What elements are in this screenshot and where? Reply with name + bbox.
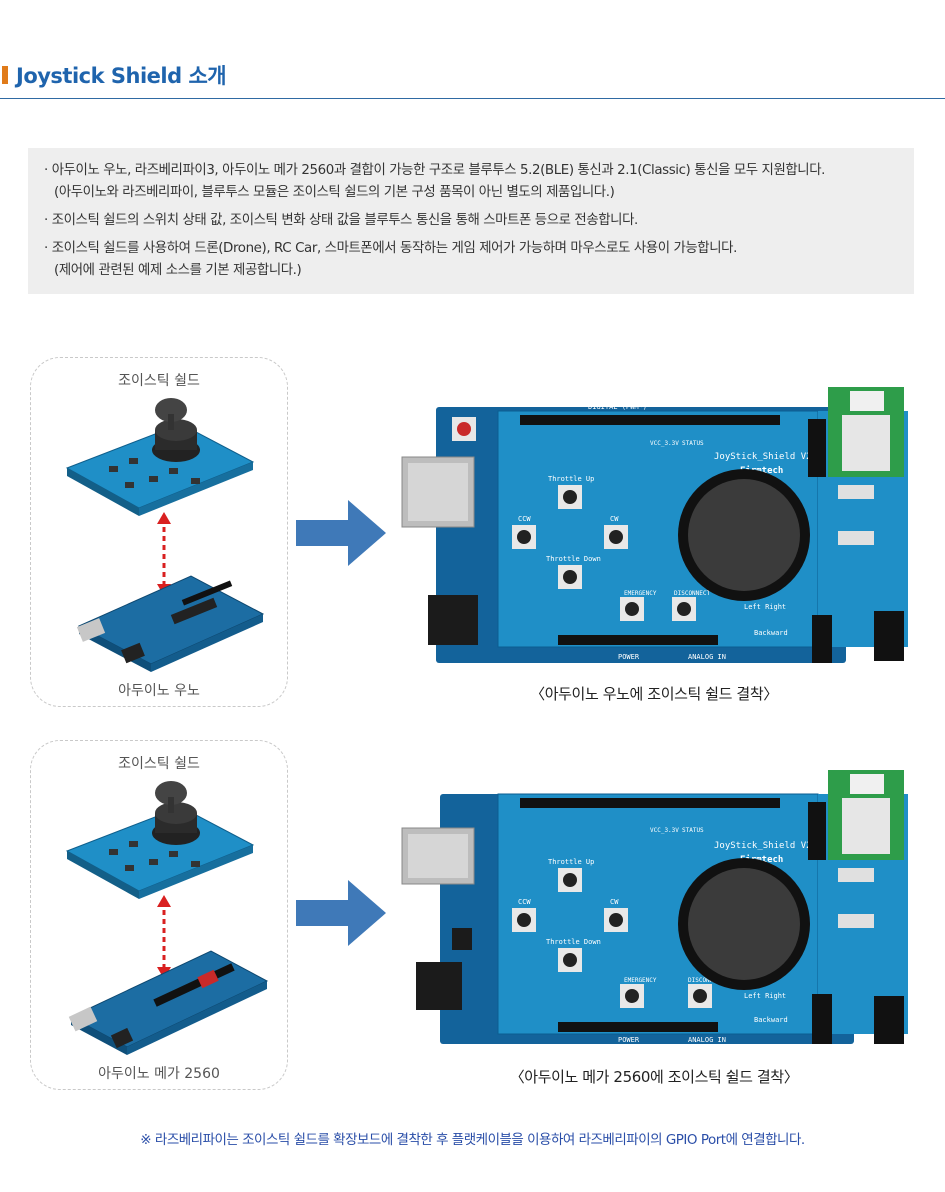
board-name-label: JoyStick_Shield V2.2	[714, 452, 822, 462]
throttle-down-label: Throttle Down	[546, 938, 601, 946]
cw-label: CW	[610, 898, 619, 906]
throttle-up-label: Throttle Up	[548, 475, 594, 483]
mega-exploded-illustration	[65, 781, 269, 1055]
cw-label: CW	[610, 515, 619, 523]
power-header-label: POWER	[618, 1036, 640, 1044]
throttle-up-label: Throttle Up	[548, 858, 594, 866]
bullet-item: · 조이스틱 쉴드의 스위치 상태 값, 조이스틱 변화 상태 값을 블루투스 …	[44, 210, 638, 232]
analog-header-label: ANALOG IN	[688, 1036, 726, 1044]
page-title: Joystick Shield 소개	[16, 64, 227, 88]
backward-label: Backward	[754, 1016, 788, 1024]
uno-shield-assembled-illustration: DIGITAL (PWM~) POWER ANALOG IN JoyStick_…	[401, 387, 908, 663]
card-top-label: 조이스틱 쉴드	[118, 373, 200, 389]
vcc-label: VCC_3.3V	[650, 440, 679, 447]
mega-shield-assembled-illustration: DIGITAL (PWM~) POWER ANALOG IN JoyStick_…	[401, 770, 908, 1044]
header-marker	[2, 66, 8, 84]
card-bottom-label: 아두이노 우노	[118, 683, 200, 699]
bullet-text: · 조이스틱 쉴드를 사용하여 드론(Drone), RC Car, 스마트폰에…	[44, 241, 737, 256]
backward-label: Backward	[754, 629, 788, 637]
left-right-label: Left Right	[744, 603, 786, 611]
throttle-down-label: Throttle Down	[546, 555, 601, 563]
footnote: ※ 라즈베리파이는 조이스틱 쉴드를 확장보드에 결착한 후 플랫케이블을 이용…	[140, 1132, 805, 1148]
bullet-subtext: (제어에 관련된 예제 소스를 기본 제공합니다.)	[54, 263, 302, 278]
emergency-label: EMERGENCY	[624, 590, 657, 597]
bullet-item: · 조이스틱 쉴드를 사용하여 드론(Drone), RC Car, 스마트폰에…	[44, 238, 737, 282]
brand-label: Firmtech	[740, 465, 783, 476]
digital-header-label: DIGITAL (PWM~)	[588, 403, 647, 411]
ccw-label: CCW	[518, 515, 531, 523]
left-right-label: Left Right	[744, 992, 786, 1000]
board-name-label: JoyStick_Shield V2.2	[714, 841, 822, 851]
right-arrow-icon	[296, 500, 386, 566]
status-label: STATUS	[682, 440, 704, 447]
status-label: STATUS	[682, 827, 704, 834]
digital-header-label: DIGITAL (PWM~)	[588, 786, 647, 794]
card-bottom-label: 아두이노 메가 2560	[98, 1066, 220, 1082]
bullet-item: · 아두이노 우노, 라즈베리파이3, 아두이노 메가 2560과 결합이 가능…	[44, 160, 825, 204]
card-top-label: 조이스틱 쉴드	[118, 756, 200, 772]
power-header-label: POWER	[618, 653, 640, 661]
bullet-text: · 아두이노 우노, 라즈베리파이3, 아두이노 메가 2560과 결합이 가능…	[44, 163, 826, 178]
uno-assembly-card: 조이스틱 쉴드 아두이노 우노	[30, 357, 288, 707]
right-arrow-icon	[296, 880, 386, 946]
mega-caption: 〈아두이노 메가 2560에 조이스틱 쉴드 결착〉	[509, 1068, 799, 1086]
brand-label: Firmtech	[740, 854, 783, 865]
bullet-subtext: (아두이노와 라즈베리파이, 블루투스 모듈은 조이스틱 쉴드의 기본 구성 품…	[54, 185, 615, 200]
emergency-label: EMERGENCY	[624, 977, 657, 984]
bullet-text: · 조이스틱 쉴드의 스위치 상태 값, 조이스틱 변화 상태 값을 블루투스 …	[44, 213, 638, 228]
disconnect-label: DISCONNECT	[688, 977, 725, 984]
disconnect-label: DISCONNECT	[674, 590, 711, 597]
ccw-label: CCW	[518, 898, 531, 906]
section-header	[0, 60, 945, 99]
feature-list: · 아두이노 우노, 라즈베리파이3, 아두이노 메가 2560과 결합이 가능…	[28, 148, 914, 294]
mega-assembly-card: 조이스틱 쉴드 아두이노 메가 2560	[30, 740, 288, 1090]
analog-header-label: ANALOG IN	[688, 653, 726, 661]
vcc-label: VCC_3.3V	[650, 827, 679, 834]
uno-caption: 〈아두이노 우노에 조이스틱 쉴드 결착〉	[530, 685, 778, 703]
uno-exploded-illustration	[65, 398, 265, 672]
